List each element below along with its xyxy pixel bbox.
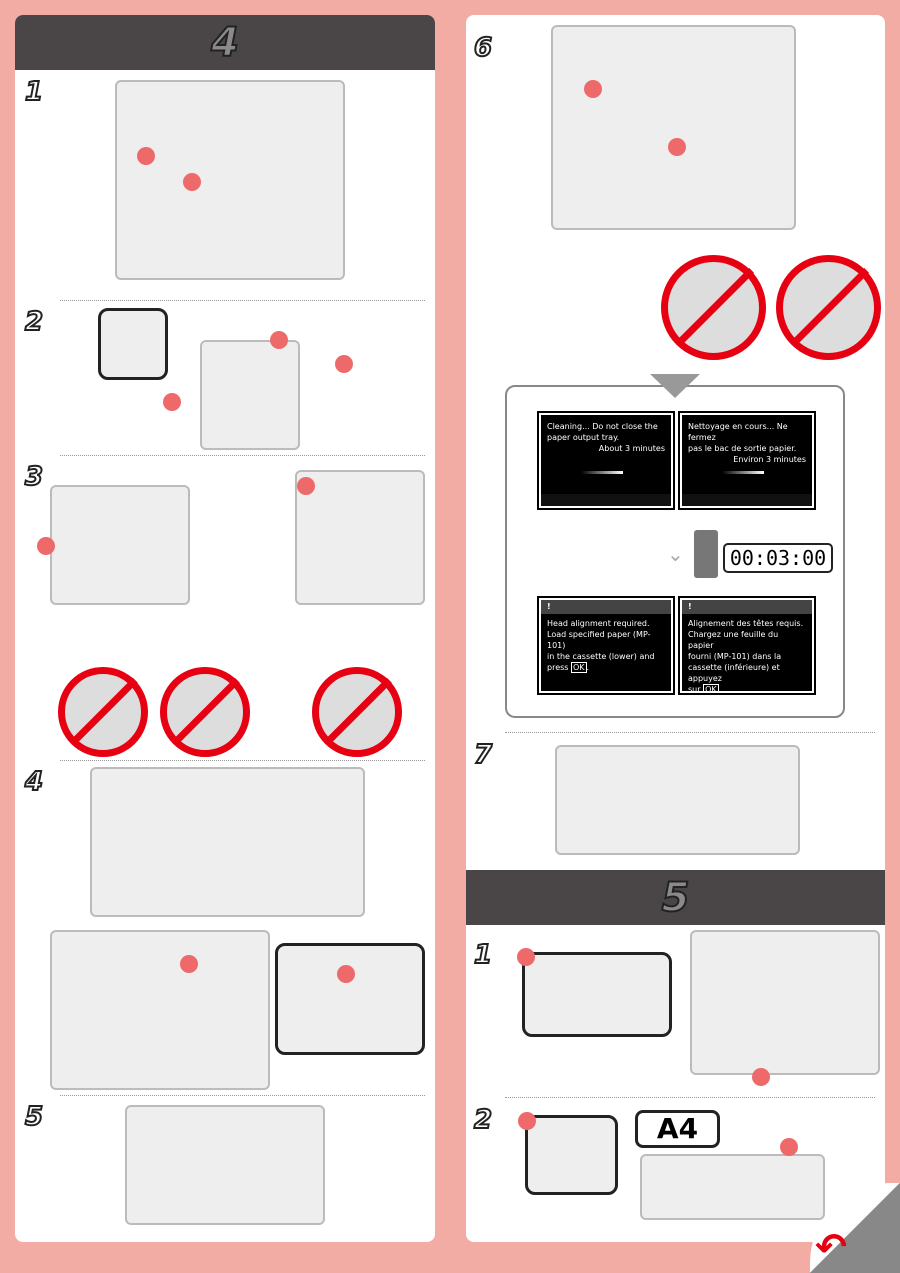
step-marker [780,1138,798,1156]
warning-icon: ! [682,600,812,614]
do-not-icon [58,667,148,757]
divider [60,455,425,456]
section-4-header: 4 [15,15,435,70]
step-number: 2 [24,306,44,338]
do-not-icon [661,255,766,360]
do-not-icon [776,255,881,360]
step-marker [270,331,288,349]
step-number: 1 [473,939,493,971]
step-marker [137,147,155,165]
lcd-text: Chargez une feuille du papier [688,630,779,650]
divider [60,300,425,301]
lcd-text: in the cassette (lower) and [547,652,655,661]
step-marker [584,80,602,98]
lcd-text: press [547,663,569,672]
step-marker [518,1112,536,1130]
printer-open-illustration [115,80,345,280]
section-number: 4 [210,19,240,67]
ink-lamps-illustration [125,1105,325,1225]
progress-bar [722,471,764,474]
step-marker [337,965,355,983]
step-marker [37,537,55,555]
lcd-text: Nettoyage en cours... Ne fermez [688,422,788,442]
lcd-text: pas le bac de sortie papier. [688,444,797,453]
lcd-time: Environ 3 minutes [733,455,806,464]
lcd-text: Cleaning... Do not close the [547,422,658,431]
paper-guide-zoom-illustration [525,1115,618,1195]
ink-tank-illustration [200,340,300,450]
step-marker [668,138,686,156]
paper-size-label: A4 [635,1110,720,1148]
lcd-text: sur [688,685,701,694]
ok-key-icon: OK [703,684,719,695]
ok-key-icon: OK [571,662,587,673]
do-not-icon [160,667,250,757]
page-turn-arrow-icon[interactable]: ↶ [815,1225,847,1269]
lcd-text: Load specified paper (MP-101) [547,630,651,650]
step-marker [297,477,315,495]
step-marker [180,955,198,973]
cap-removal-illustration [50,485,190,605]
lcd-text: cassette (inférieure) et appuyez [688,663,780,683]
printer-close-illustration [551,25,796,230]
lcd-text: Alignement des têtes requis. [688,619,804,628]
warning-icon: ! [541,600,671,614]
lcd-text: . [586,663,590,672]
screen-sequence-box: Cleaning... Do not close the paper outpu… [505,385,845,718]
printer-holder-illustration [90,767,365,917]
step-marker [335,355,353,373]
step-marker [183,173,201,191]
lcd-align-fr: ! Alignement des têtes requis. Chargez u… [678,596,816,695]
chevron-down-icon: ⌄ [667,542,684,566]
output-tray-illustration [555,745,800,855]
ink-tank-zoom-illustration [98,308,168,380]
lcd-align-en: ! Head alignment required. Load specifie… [537,596,675,695]
divider [505,732,875,733]
timer-display: 00:03:00 [723,543,833,573]
section-5-header: 5 [466,870,885,925]
progress-bar [581,471,623,474]
arrow-down-icon [650,374,700,398]
step-number: 2 [473,1104,493,1136]
divider [60,1095,425,1096]
step-number: 6 [473,32,493,64]
divider [505,1097,875,1098]
lcd-cleaning-en: Cleaning... Do not close the paper outpu… [537,411,675,510]
lcd-cleaning-fr: Nettoyage en cours... Ne fermez pas le b… [678,411,816,510]
step-marker [163,393,181,411]
step-number: 3 [24,461,44,493]
lcd-text: . [718,685,722,694]
cassette-pull-illustration [690,930,880,1075]
lcd-text: paper output tray. [547,433,620,442]
left-panel: 4 1 2 3 4 5 [15,15,435,1242]
lcd-text: fourni (MP-101) dans la [688,652,782,661]
step-number: 7 [473,739,493,771]
divider [60,760,425,761]
step-number: 1 [24,76,44,108]
ink-install-zoom-illustration [275,943,425,1055]
step-marker [517,948,535,966]
do-not-icon [312,667,402,757]
step-number: 4 [24,766,44,798]
cassette-zoom-illustration [522,952,672,1037]
lcd-time: About 3 minutes [598,444,665,453]
ink-install-illustration [50,930,270,1090]
step-marker [752,1068,770,1086]
section-number: 5 [661,874,691,922]
lcd-text: Head alignment required. [547,619,650,628]
step-number: 5 [24,1101,44,1133]
cassette-guides-illustration [640,1154,825,1220]
cap-removed-illustration [295,470,425,605]
hourglass-icon [694,530,718,578]
